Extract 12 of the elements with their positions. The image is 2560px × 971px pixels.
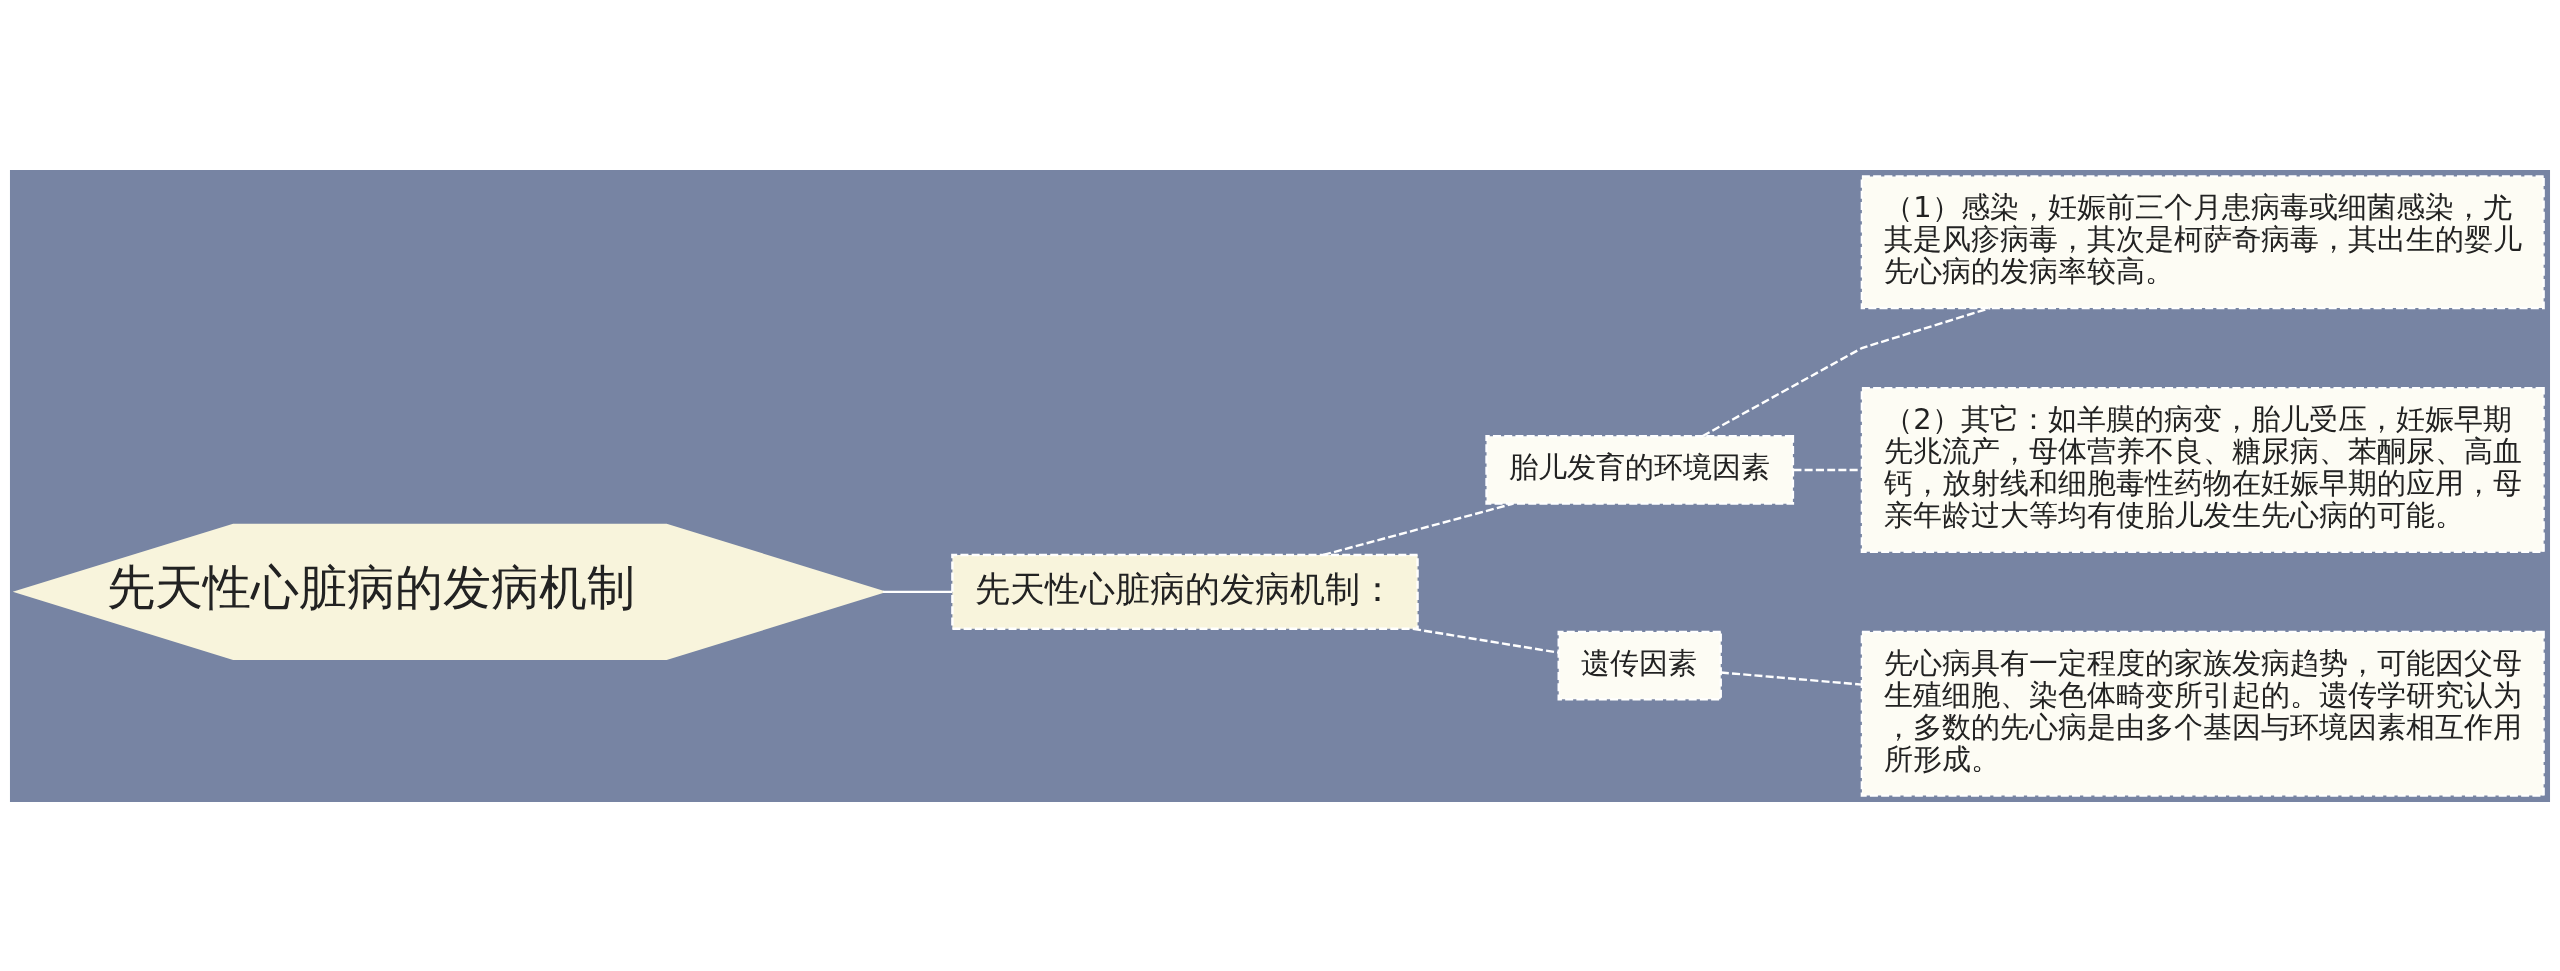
connector (1322, 502, 1513, 556)
node-box: （1）感染，妊娠前三个月患病毒或细菌感染，尤其是风疹病毒，其次是柯萨奇病毒，其出生的婴儿先心病的发病率较高。 (1860, 174, 2545, 309)
connector (1720, 670, 1862, 686)
node-box: 遗传因素 (1557, 630, 1722, 701)
node-box: （2）其它：如羊膜的病变，胎儿受压，妊娠早期先兆流产，母体营养不良、糖尿病、苯酮尿、高血钙，放射线和细胞毒性药物在妊娠早期的应用，母亲年龄过大等均有使胎儿发生先心病的可能。 (1860, 386, 2545, 553)
node-box: 先天性心脏病的发病机制： (951, 553, 1419, 630)
node-box: 胎儿发育的环境因素 (1485, 434, 1795, 505)
connector (1793, 468, 1862, 471)
connector (1702, 306, 1991, 437)
connector (883, 590, 953, 593)
connector (1412, 627, 1559, 654)
node-box: 先心病具有一定程度的家族发病趋势，可能因父母生殖细胞、染色体畸变所引起的。遗传学研究认为，多数的先心病是由多个基因与环境因素相互作用所形成。 (1860, 630, 2545, 797)
